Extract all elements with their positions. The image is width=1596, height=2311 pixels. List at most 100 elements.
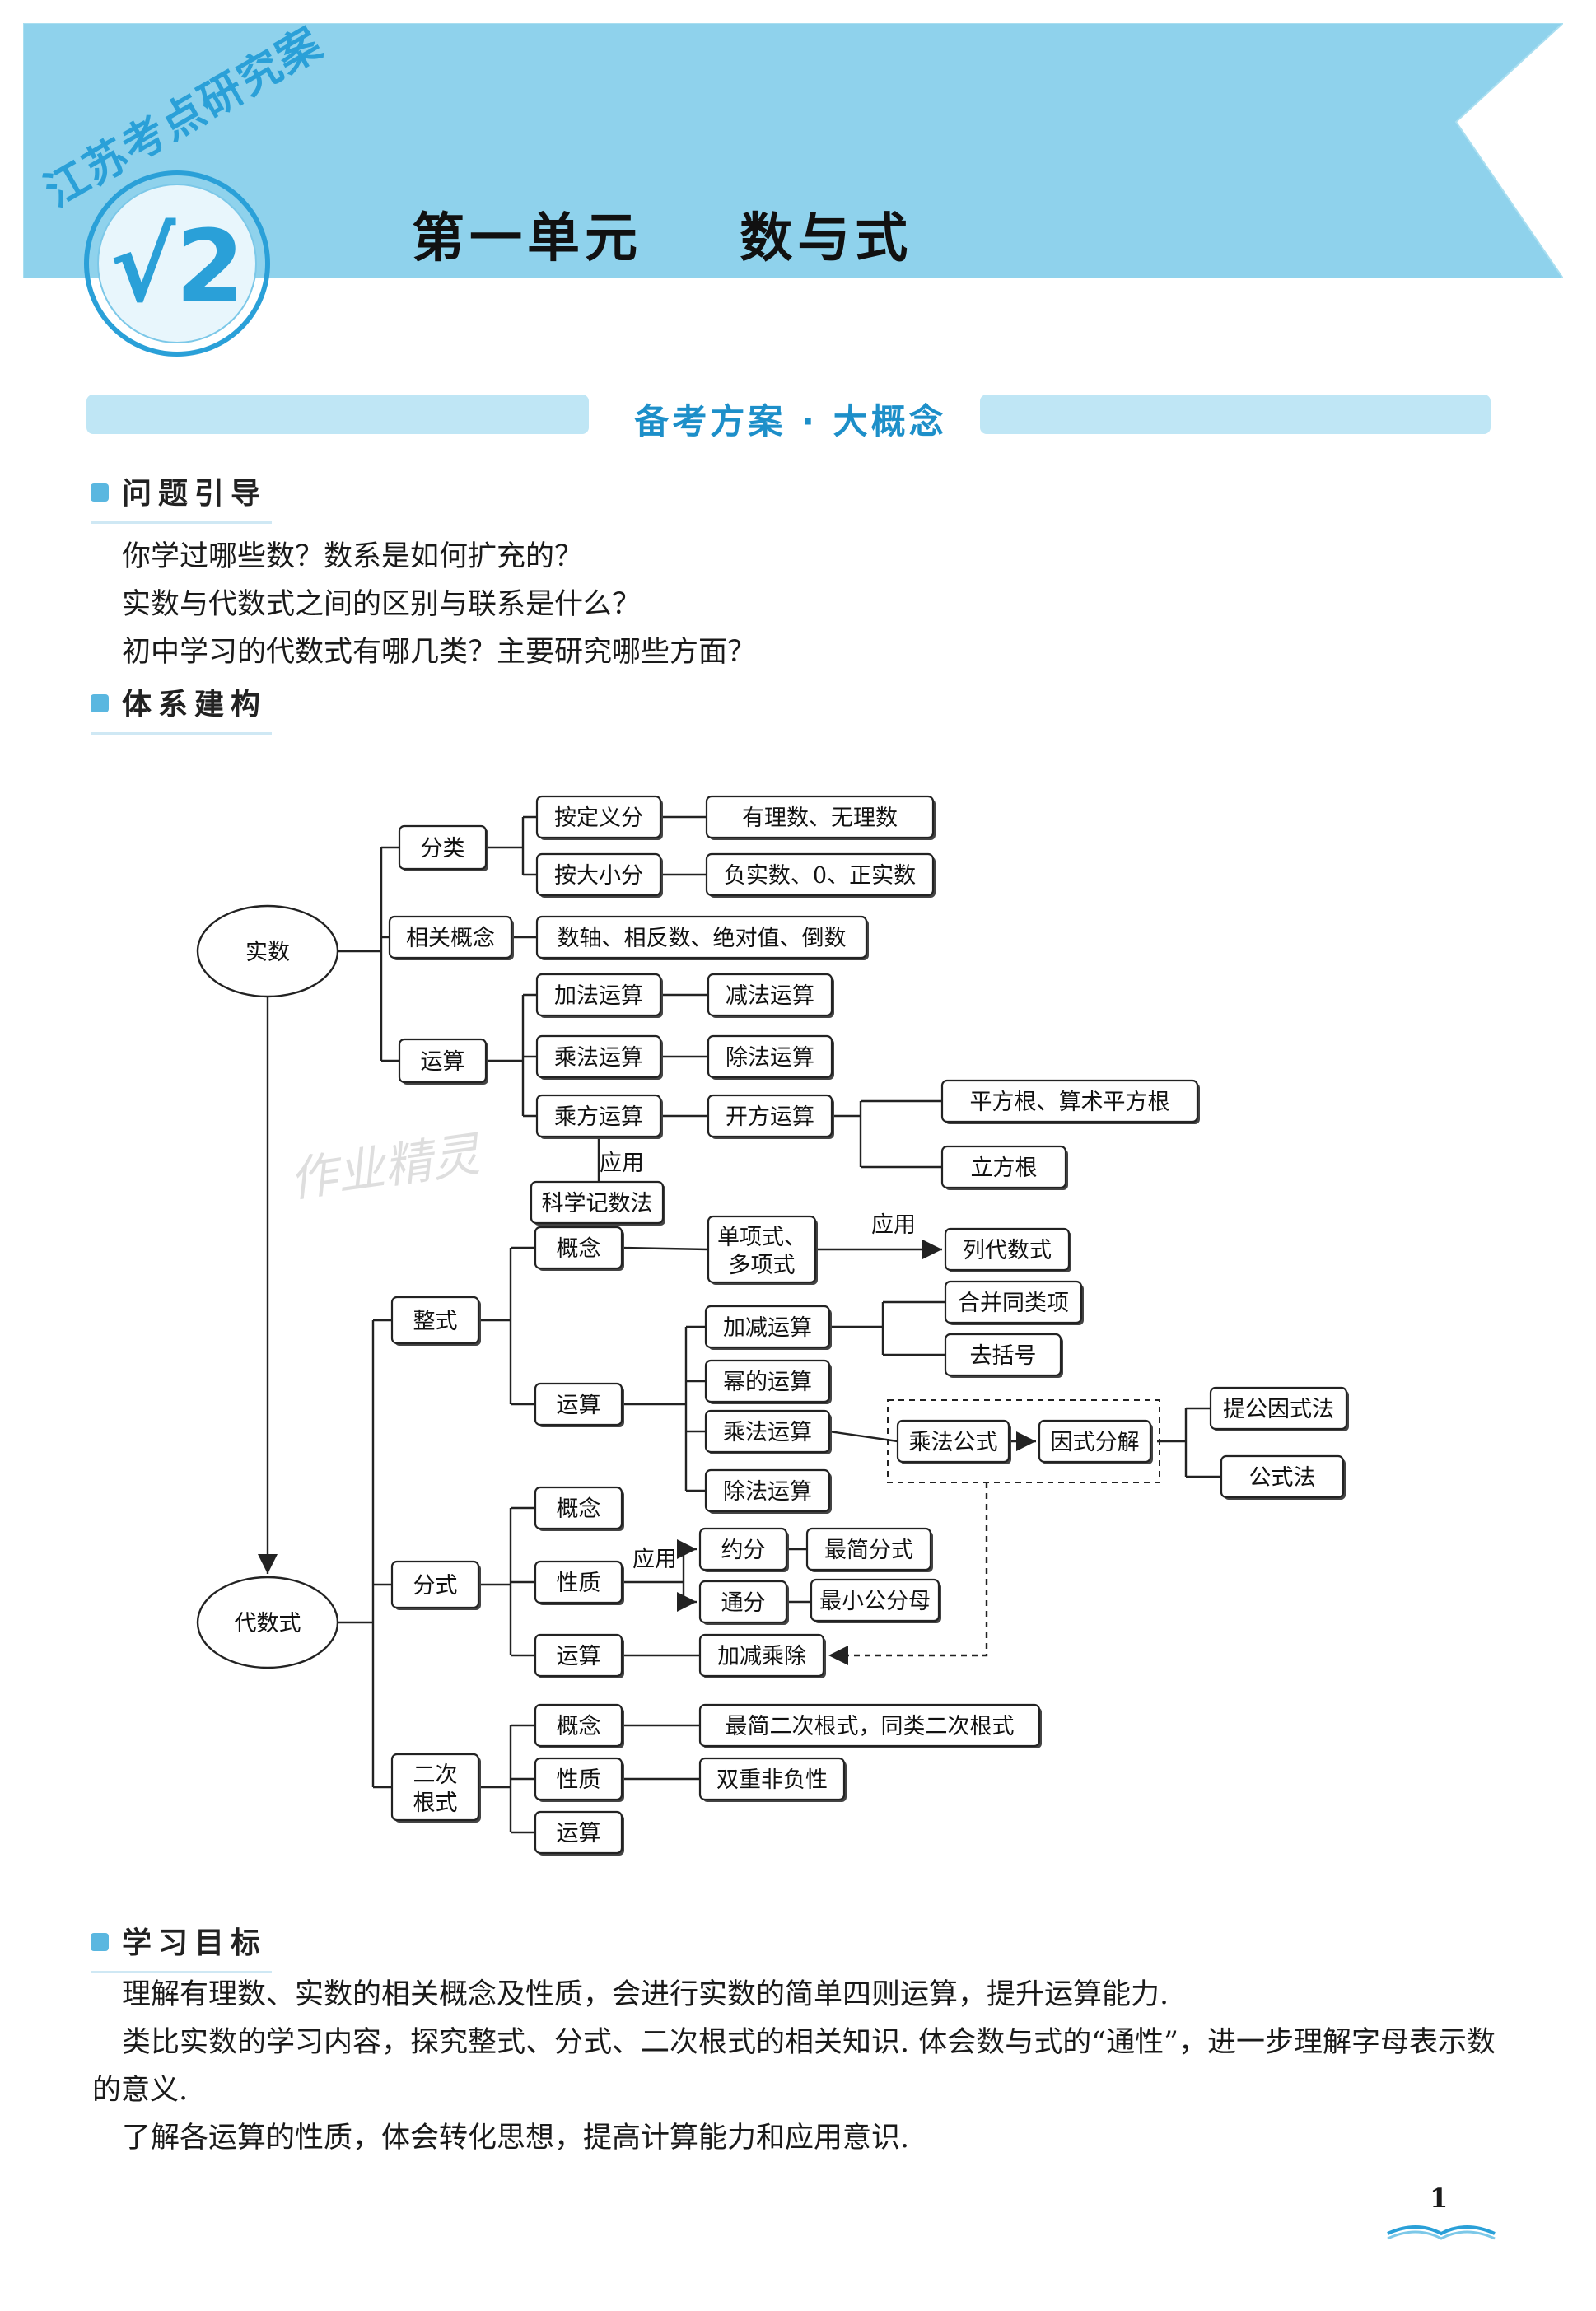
section-heading-goals: 学习目标 [91, 1919, 272, 1973]
node-related: 相关概念 [388, 915, 514, 960]
question-line-1: 你学过哪些数？数系是如何扩充的？ [122, 540, 584, 573]
node-addsub: 加减运算 [704, 1305, 832, 1350]
node-by-def: 按定义分 [535, 795, 663, 840]
question-line-3: 初中学习的代数式有哪几类？主要研究哪些方面？ [122, 636, 757, 669]
node-label: 提公因式法 [1223, 1397, 1334, 1422]
node-related-items: 数轴、相反数、绝对值、倒数 [535, 915, 869, 960]
node-label: 双重非负性 [716, 1767, 828, 1793]
node-mulop: 乘法运算 [704, 1409, 832, 1454]
node-label: 相关概念 [406, 926, 495, 951]
heading-underline [91, 1971, 272, 1973]
node-op-real: 运算 [398, 1038, 488, 1085]
node-label: 负实数、0、正实数 [724, 863, 916, 889]
node-label: 通分 [721, 1590, 766, 1616]
node-four-ops: 加减乘除 [698, 1633, 826, 1678]
node-label: 运算 [557, 1644, 601, 1669]
unit-title: 第一单元 数与式 [412, 196, 912, 272]
node-label-line: 单项式、 [717, 1225, 806, 1250]
heading-text: 学习目标 [122, 1926, 268, 1960]
node-label: 实数 [245, 940, 290, 965]
node-label: 运算 [421, 1049, 465, 1075]
node-apply3: 应用 [632, 1547, 677, 1572]
node-label: 应用 [632, 1547, 677, 1572]
node-label: 概念 [557, 1714, 601, 1739]
node-poly: 整式 [390, 1296, 481, 1346]
node-nonneg: 双重非负性 [698, 1757, 847, 1802]
node-label: 分式 [413, 1573, 458, 1599]
goals-text: 理解有理数、实数的相关概念及性质，会进行实数的简单四则运算，提升运算能力. 类比… [92, 1971, 1509, 2162]
node-label: 按定义分 [554, 805, 643, 831]
node-neg-pos: 负实数、0、正实数 [705, 852, 936, 898]
node-label: 概念 [557, 1496, 601, 1522]
section-banner-title: 备考方案 · 大概念 [634, 401, 947, 441]
node-label: 科学记数法 [542, 1191, 653, 1216]
node-label: 列代数式 [963, 1238, 1052, 1263]
node-rad-op: 运算 [534, 1810, 624, 1856]
section-banner-bar [86, 395, 1491, 434]
node-label: 乘方运算 [554, 1104, 643, 1130]
node-label: 应用 [871, 1212, 916, 1238]
node-frac-prop: 性质 [534, 1560, 624, 1605]
header-banner-shape [23, 23, 1563, 278]
node-label-line: 根式 [413, 1790, 458, 1816]
node-label: 概念 [557, 1236, 601, 1262]
heading-marker-icon [91, 694, 109, 712]
node-list-expr: 列代数式 [944, 1227, 1071, 1272]
node-label: 整式 [413, 1309, 458, 1334]
node-label: 最简二次根式，同类二次根式 [726, 1714, 1015, 1739]
node-common-den: 通分 [698, 1580, 789, 1625]
node-label: 公式法 [1249, 1465, 1316, 1491]
node-simplest: 最简分式 [805, 1527, 933, 1572]
node-label: 除法运算 [723, 1479, 812, 1505]
node-poly-op: 运算 [534, 1382, 624, 1427]
node-label: 有理数、无理数 [742, 805, 898, 831]
node-add: 加法运算 [535, 973, 663, 1018]
node-root: 开方运算 [707, 1094, 834, 1139]
node-frac-concept: 概念 [534, 1486, 624, 1531]
node-label: 运算 [557, 1821, 601, 1846]
node-label: 分类 [421, 836, 465, 861]
node-mul: 乘法运算 [535, 1034, 663, 1080]
heading-underline [91, 521, 272, 524]
node-label: 平方根、算术平方根 [970, 1090, 1170, 1115]
node-apply1: 应用 [600, 1151, 644, 1176]
node-real: 实数 [196, 904, 339, 998]
logo-mark: √2 [110, 210, 245, 324]
heading-marker-icon [91, 1933, 109, 1951]
node-frac-op: 运算 [534, 1633, 624, 1678]
node-label: 数轴、相反数、绝对值、倒数 [558, 926, 847, 951]
node-combine: 合并同类项 [944, 1280, 1084, 1325]
node-common: 提公因式法 [1209, 1386, 1349, 1431]
node-classify: 分类 [398, 824, 488, 871]
node-label: 性质 [557, 1767, 601, 1793]
question-line-2: 实数与代数式之间的区别与联系是什么？ [122, 588, 642, 621]
node-label: 乘法运算 [554, 1045, 643, 1071]
node-mulformula: 乘法公式 [896, 1419, 1011, 1464]
node-label: 应用 [600, 1151, 644, 1176]
node-label: 减法运算 [726, 983, 814, 1009]
node-brackets: 去括号 [944, 1333, 1063, 1378]
node-poly-concept: 概念 [534, 1226, 624, 1271]
goal-paragraph: 类比实数的学习内容，探究整式、分式、二次根式的相关知识. 体会数与式的“通性”，… [92, 2026, 1496, 2107]
node-powop: 幂的运算 [704, 1359, 832, 1404]
node-rad-simple: 最简二次根式，同类二次根式 [698, 1703, 1042, 1748]
node-label: 开方运算 [726, 1104, 814, 1130]
node-reduce: 约分 [698, 1527, 789, 1572]
node-label: 立方根 [971, 1156, 1038, 1181]
node-rat-irr: 有理数、无理数 [705, 795, 936, 840]
heading-text: 问题引导 [122, 477, 268, 511]
node-label: 代数式 [235, 1611, 301, 1636]
node-frac: 分式 [390, 1560, 481, 1610]
node-label: 运算 [557, 1393, 601, 1418]
node-cbrt: 立方根 [940, 1145, 1068, 1190]
node-label: 最简分式 [824, 1538, 913, 1563]
node-label: 加法运算 [554, 983, 643, 1009]
node-label-line: 多项式 [729, 1253, 796, 1278]
node-formula: 公式法 [1220, 1454, 1346, 1500]
node-radical: 二次根式 [390, 1753, 481, 1823]
node-rad-concept: 概念 [534, 1703, 624, 1748]
goal-paragraph: 理解有理数、实数的相关概念及性质，会进行实数的简单四则运算，提升运算能力. [122, 1978, 1169, 2011]
node-rad-prop: 性质 [534, 1757, 624, 1802]
node-div: 除法运算 [707, 1034, 834, 1080]
